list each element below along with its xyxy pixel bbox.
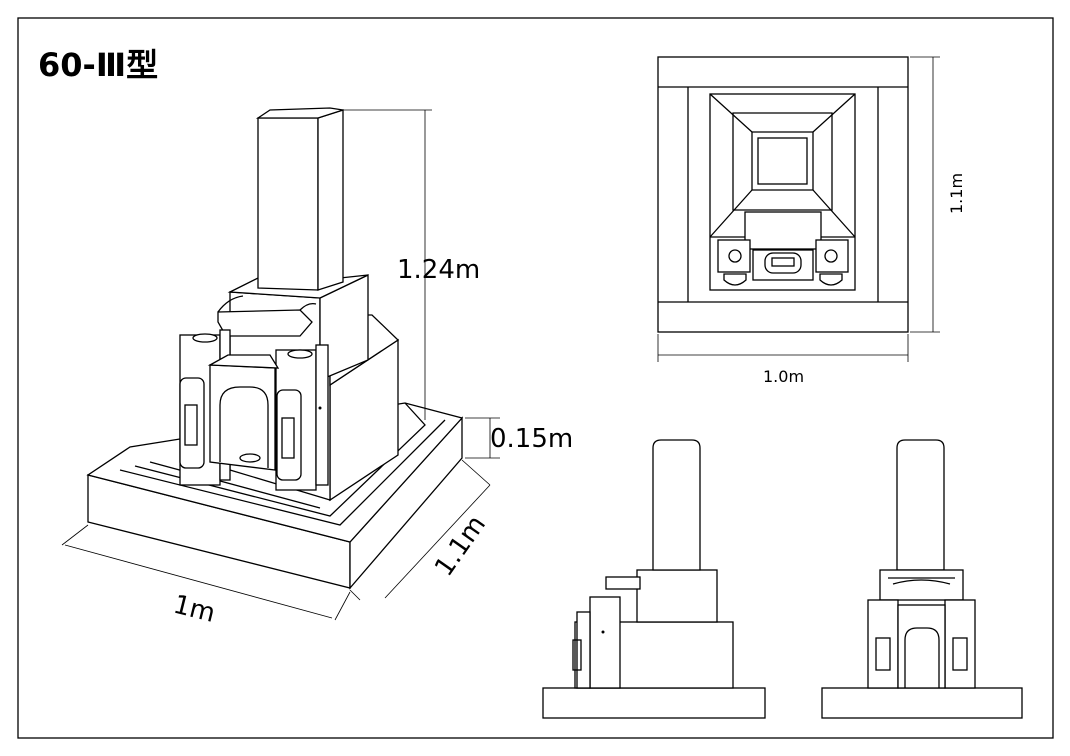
model-title: 60-Ⅲ型 xyxy=(38,46,158,84)
side-view xyxy=(542,439,766,719)
pillar-top xyxy=(255,107,344,119)
height-label: 1.24m xyxy=(397,255,480,285)
sheet-border xyxy=(17,17,1054,739)
width-label: 1m xyxy=(170,590,218,629)
perspective-view: 1.24m 0.15m 1.1m 1m xyxy=(61,107,573,629)
top-width-label: 1.0m xyxy=(763,367,804,386)
pillar-front xyxy=(257,117,319,291)
front-view xyxy=(821,439,1023,719)
depth-label: 1.1m xyxy=(429,510,492,582)
base-height-label: 0.15m xyxy=(490,424,573,454)
top-depth-label: 1.1m xyxy=(947,173,966,214)
pillar-side xyxy=(317,109,344,291)
incense-holder xyxy=(217,309,313,337)
top-view: 1.1m 1.0m xyxy=(657,56,966,386)
